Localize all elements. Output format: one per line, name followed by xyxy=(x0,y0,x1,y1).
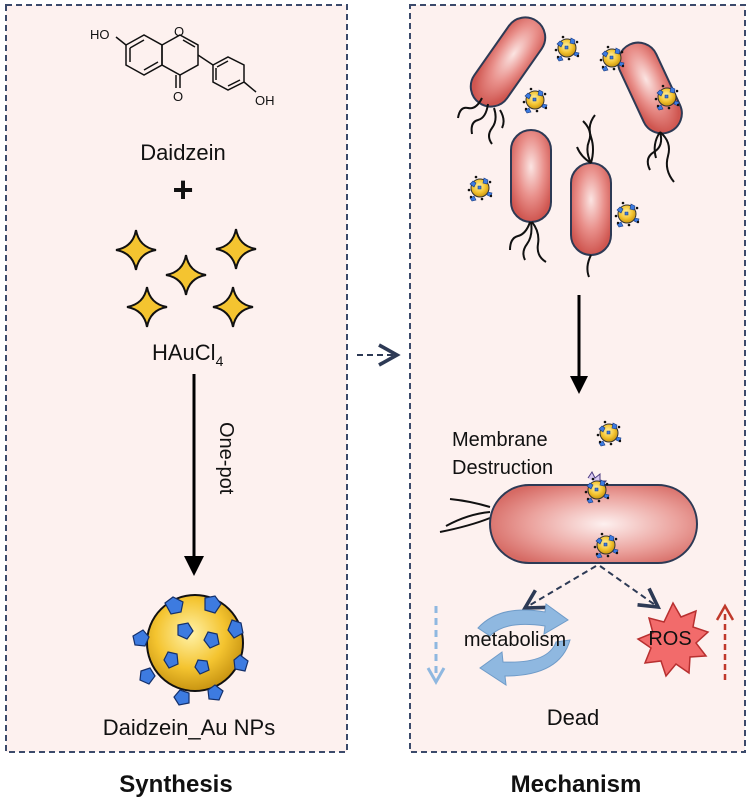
reagent-label: HAuCl4 xyxy=(152,340,224,369)
metabolism-label: metabolism xyxy=(464,629,566,651)
membrane-label: Membrane xyxy=(452,429,548,451)
ros-up-arrowhead xyxy=(715,603,735,621)
daidzein-label: Daidzein xyxy=(140,140,226,165)
mechanism-caption: Mechanism xyxy=(511,771,642,798)
oh-right-label: OH xyxy=(255,93,275,108)
arrow-to-metabolism xyxy=(521,565,597,610)
flagella xyxy=(457,97,675,278)
daidzein-structure xyxy=(115,34,257,93)
ring-oxygen-label: O xyxy=(174,24,184,39)
daidzein-au-nanoparticle xyxy=(132,594,249,706)
oh-left-label: HO xyxy=(90,27,110,42)
product-label: Daidzein_Au NPs xyxy=(103,715,275,740)
destruction-label: Destruction xyxy=(452,457,553,479)
mechanism-down-arrowhead xyxy=(570,376,588,394)
carbonyl-oxygen-label: O xyxy=(173,89,183,104)
ros-burst xyxy=(636,601,710,678)
metabolism-cycle xyxy=(477,603,571,686)
synthesis-arrowhead xyxy=(184,556,204,576)
plus-sign: + xyxy=(172,169,193,210)
synthesis-caption: Synthesis xyxy=(119,771,232,798)
metabolism-down-arrowhead xyxy=(426,667,446,686)
dead-label: Dead xyxy=(547,705,600,730)
arrow-to-ros xyxy=(599,565,662,610)
ros-label: ROS xyxy=(648,628,691,650)
large-bacterium xyxy=(439,471,698,564)
one-pot-label: One-pot xyxy=(215,422,237,495)
